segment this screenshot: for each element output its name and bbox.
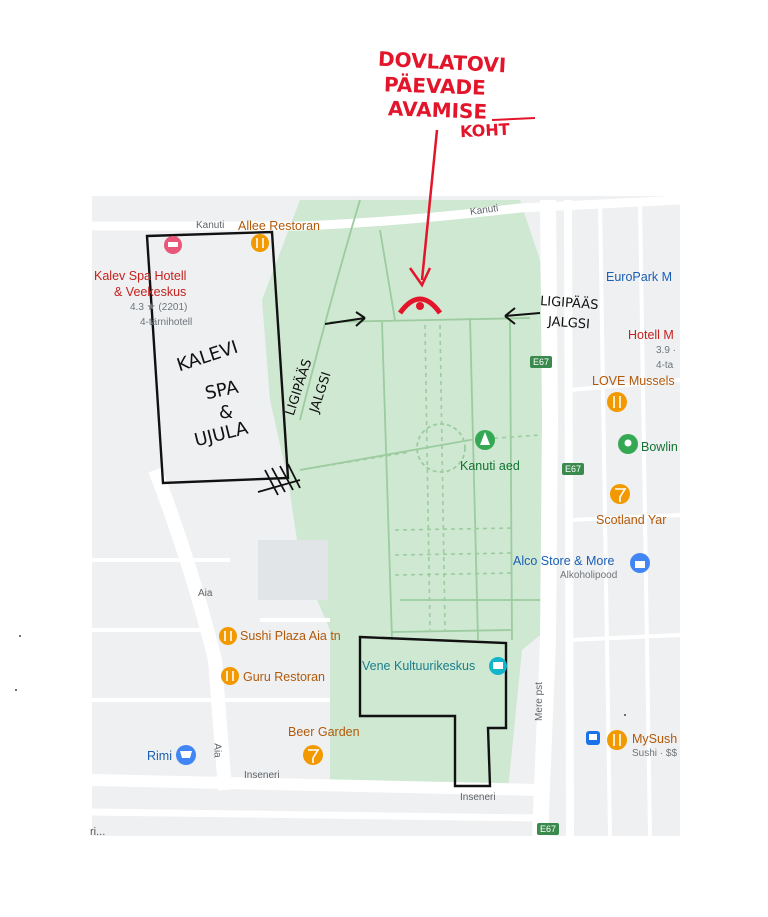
pin-scotland[interactable] (610, 484, 630, 504)
kalev-spa-name-2[interactable]: & Veekeskus (114, 285, 187, 299)
bowling-label[interactable]: Bowlin (641, 440, 678, 454)
allee-label[interactable]: Allee Restoran (238, 219, 320, 233)
street-kanuti-left: Kanuti (196, 220, 225, 231)
pin-rimi[interactable] (176, 745, 196, 765)
mysushi-label[interactable]: MySush (632, 732, 678, 746)
pin-bowling[interactable] (618, 434, 638, 454)
venue-marker-dot (416, 302, 424, 310)
red-arrow-head (408, 267, 432, 288)
europark-label[interactable]: EuroPark M (606, 270, 672, 284)
kanuti-aed-label[interactable]: Kanuti aed (460, 459, 520, 473)
guru-label[interactable]: Guru Restoran (243, 670, 325, 684)
park-paths (299, 199, 540, 641)
left-access-hatch (257, 463, 301, 496)
road-mere-2 (564, 199, 574, 837)
hotell-m-rating: 3.9 · (656, 345, 677, 356)
pin-kalev-spa[interactable] (164, 236, 182, 254)
road-lower (91, 808, 541, 822)
love-mussels-label[interactable]: LOVE Mussels (592, 374, 675, 388)
kalev-spa-rating: 4.3 ★ (2201) (130, 302, 188, 313)
red-note-line-2: PÄEVADE (383, 72, 487, 100)
vene-kultuurikeskus-box (358, 635, 508, 788)
beer-garden-label[interactable]: Beer Garden (288, 725, 360, 739)
building-block (258, 540, 328, 600)
kalev-spa-type: 4-tärnihotell (140, 317, 193, 328)
vene-label[interactable]: Vene Kultuurikeskus (362, 659, 476, 673)
mysushi-sub: Sushi · $$ (632, 748, 678, 759)
rimi-label[interactable]: Rimi (147, 749, 172, 763)
alco-label[interactable]: Alco Store & More (513, 554, 615, 568)
ampersand-label: & (219, 402, 234, 423)
street-mere: Mere pst (533, 682, 545, 721)
e67-badge-1: E67 (530, 356, 553, 368)
road-right-grid (569, 199, 681, 837)
pin-mysushi[interactable] (607, 730, 627, 750)
stray-dot (19, 635, 21, 637)
bus-stop-icon[interactable] (586, 731, 600, 745)
venue-marker-arc (397, 296, 443, 315)
road-inseneri (91, 774, 541, 796)
e67-badge-2: E67 (562, 463, 585, 475)
hotell-m-type: 4-ta (656, 360, 674, 371)
kalev-spa-name-1[interactable]: Kalev Spa Hotell (94, 269, 187, 283)
pin-love-mussels[interactable] (607, 392, 627, 412)
kalevi-spa-box (145, 230, 290, 485)
pin-vene[interactable] (489, 657, 507, 675)
corner-truncated-label: ri... (90, 826, 106, 838)
street-aia-lower: Aia (211, 743, 223, 758)
stray-dot (624, 714, 626, 716)
road-aia (148, 467, 232, 791)
red-note-line-3: AVAMISE (387, 96, 488, 124)
street-aia-upper: Aia (198, 588, 213, 599)
pin-allee[interactable] (251, 234, 269, 252)
park-roundabout (416, 423, 466, 473)
pin-alco[interactable] (630, 553, 650, 573)
sushi-plaza-label[interactable]: Sushi Plaza Aia tn (240, 629, 341, 643)
road-left-grid (92, 558, 330, 702)
right-access-text-2: JALGSI (547, 314, 591, 333)
stray-dot (15, 689, 17, 691)
road-mere (532, 199, 559, 837)
pin-beer-garden[interactable] (303, 745, 323, 765)
hotell-m-label[interactable]: Hotell M (628, 328, 674, 342)
alco-sub: Alkoholipood (560, 570, 618, 581)
red-note-line-4: KOHT (459, 119, 511, 142)
road-kanuti (92, 195, 681, 231)
right-access-arrow (504, 307, 541, 325)
red-arrow-line (420, 129, 439, 281)
left-access-arrow (324, 311, 366, 327)
e67-badge-3: E67 (537, 823, 560, 835)
pin-kanuti-aed[interactable] (475, 430, 495, 450)
street-inseneri-left: Inseneri (244, 770, 280, 781)
scotland-label[interactable]: Scotland Yar (596, 513, 667, 527)
street-inseneri-right: Inseneri (460, 792, 496, 803)
pin-sushi-plaza[interactable] (219, 627, 237, 645)
red-underline (491, 117, 536, 121)
pin-guru[interactable] (221, 667, 239, 685)
